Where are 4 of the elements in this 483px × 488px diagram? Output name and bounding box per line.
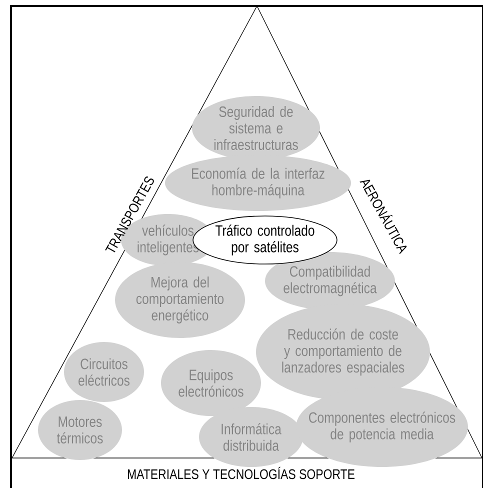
node-label: Componentes electrónicos de potencia media: [309, 412, 456, 442]
node-label: Reducción de coste y comportamiento de lanzadores espaciales: [282, 328, 404, 376]
node-label: Compatibilidad electromagnética: [284, 266, 377, 296]
base-label: MATERIALES Y TECNOLOGÍAS SOPORTE: [128, 466, 354, 480]
